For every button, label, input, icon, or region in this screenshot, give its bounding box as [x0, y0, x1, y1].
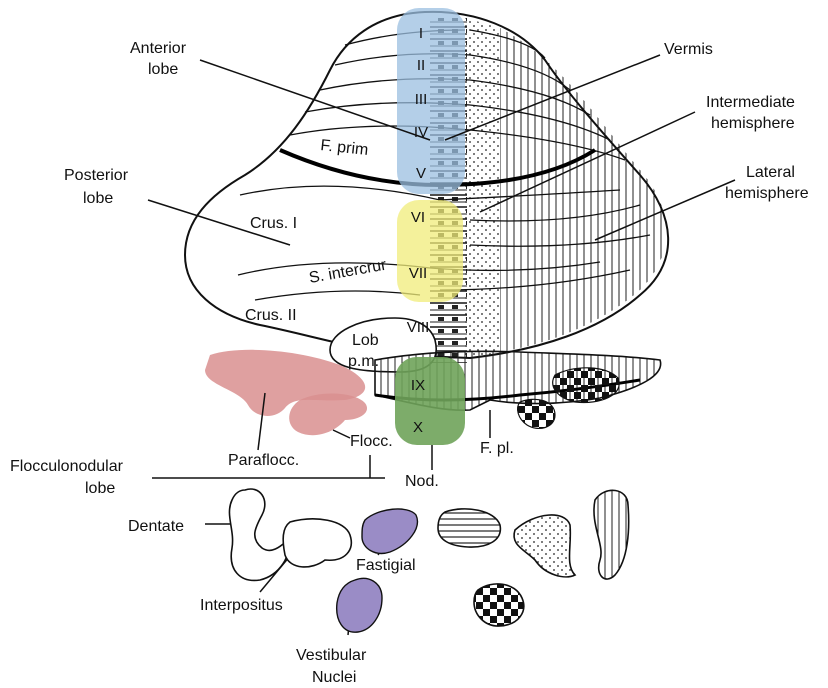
lobule-ii: II [417, 57, 425, 74]
posterior-vermis-highlight [397, 200, 463, 302]
lob-pm-label-1: Lob [352, 332, 379, 349]
paraflocc-label: Paraflocc. [228, 452, 299, 469]
lobule-vii: VII [409, 265, 427, 282]
lobule-iii: III [415, 91, 428, 108]
dentate-label: Dentate [128, 518, 184, 535]
crus-i-label: Crus. I [250, 215, 297, 232]
flocculonodular-label-1: Flocculonodular [10, 458, 124, 475]
anterior-lobe-label-2: lobe [148, 61, 178, 78]
s-intercrur-label: S. intercrur [308, 256, 389, 286]
lobule-ix: IX [411, 377, 425, 394]
vestibular-label-1: Vestibular [296, 647, 367, 664]
intermediate-hemisphere-label-2: hemisphere [711, 115, 795, 132]
lateral-hemisphere-label-2: hemisphere [725, 185, 809, 202]
lob-pm-label-2: p.m. [348, 353, 379, 370]
lateral-hemisphere-region [500, 28, 666, 352]
crus-ii-label: Crus. II [245, 307, 297, 324]
lobule-v: V [416, 165, 426, 182]
fastigial-label: Fastigial [356, 557, 416, 574]
fastigial-nucleus [362, 509, 417, 553]
hlined-nucleus [438, 509, 500, 547]
anterior-vermis-highlight [397, 8, 465, 194]
lower-checker-region [553, 368, 619, 403]
lobule-viii: VIII [407, 319, 430, 336]
vestibular-label-2: Nuclei [312, 669, 356, 686]
vlined-nucleus [594, 490, 629, 579]
vermis-label: Vermis [664, 41, 713, 58]
f-prim-label: F. prim [320, 137, 370, 159]
checker-nucleus [474, 584, 524, 626]
deep-nuclei [229, 489, 628, 632]
intermediate-hemisphere-label-1: Intermediate [706, 94, 795, 111]
interpositus-label: Interpositus [200, 597, 283, 614]
vestibular-nucleus [337, 578, 382, 632]
posterior-lobe-label-2: lobe [83, 190, 113, 207]
lateral-hemisphere-label-1: Lateral [746, 164, 795, 181]
f-pl-label: F. pl. [480, 440, 514, 457]
flocculus-highlight [289, 394, 367, 436]
highlight-overlays [205, 8, 465, 445]
lobule-x: X [413, 419, 423, 436]
flocculonodular-vermis-highlight [395, 357, 465, 445]
interpositus-nucleus [283, 519, 351, 567]
dentate-nucleus [229, 489, 288, 580]
dotted-nucleus [514, 515, 575, 577]
small-checker-lobe [518, 399, 555, 428]
nod-label: Nod. [405, 473, 439, 490]
anterior-lobe-label-1: Anterior [130, 40, 187, 57]
lobule-i: I [419, 25, 423, 42]
posterior-lobe-label-1: Posterior [64, 167, 129, 184]
flocc-label: Flocc. [350, 433, 393, 450]
flocculonodular-label-2: lobe [85, 480, 115, 497]
intermediate-hemisphere-region [465, 18, 500, 358]
lobule-vi: VI [411, 209, 425, 226]
